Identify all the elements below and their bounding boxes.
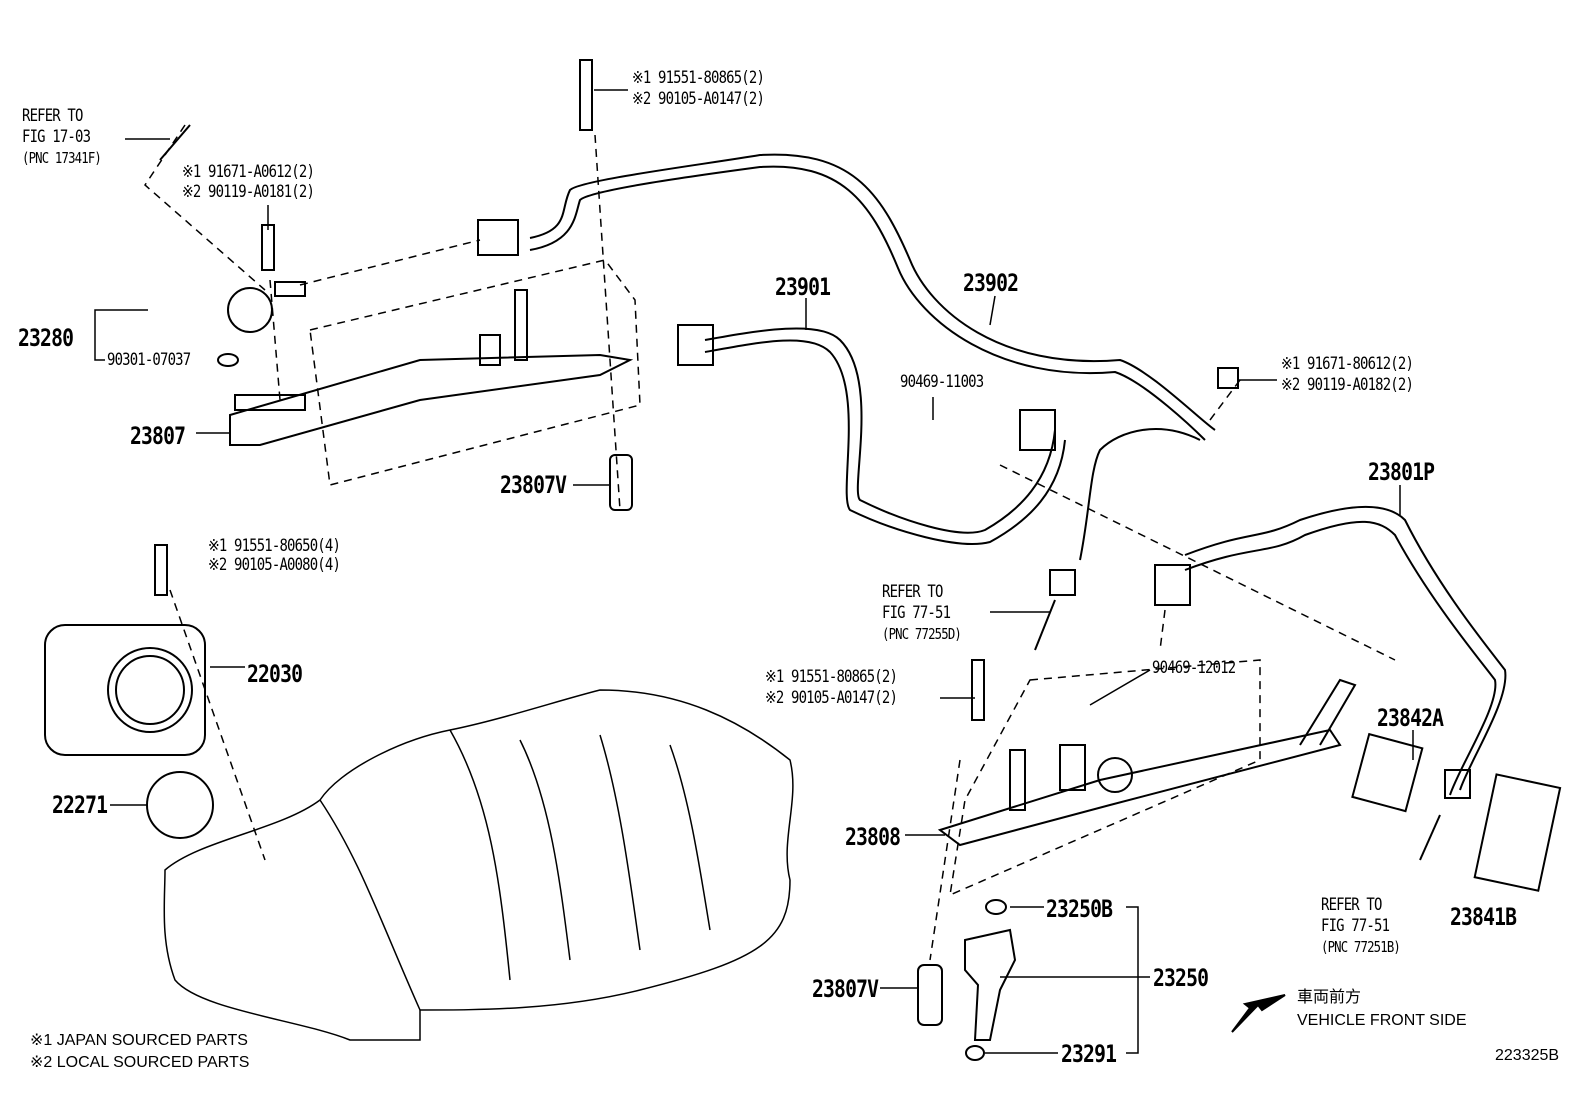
connector	[677, 324, 714, 366]
connector	[1049, 569, 1076, 596]
note-local-sourced: ※2 LOCAL SOURCED PARTS	[30, 1054, 250, 1071]
part-label-23901: 23901	[775, 273, 831, 301]
note-japan-sourced: ※1 JAPAN SOURCED PARTS	[30, 1032, 248, 1049]
refer-label: FIG 77-51	[1321, 916, 1390, 936]
bolt-part-number: ※2 90105-A0080(4)	[208, 555, 341, 575]
refer-tube	[1419, 814, 1441, 861]
bolt-part-number: ※1 91671-80612(2)	[1281, 354, 1414, 374]
part-label-23280: 23280	[18, 324, 74, 352]
part-label-23808: 23808	[845, 823, 901, 851]
part-label-23250: 23250	[1153, 964, 1209, 992]
part-label-23842a: 23842A	[1377, 704, 1444, 732]
vehicle-front-label: VEHICLE FRONT SIDE	[1297, 1012, 1467, 1029]
bolt	[261, 224, 275, 271]
part-label-90469-12012: 90469-12012	[1152, 658, 1236, 678]
figure-id: 223325B	[1495, 1047, 1560, 1064]
connector	[1154, 564, 1191, 606]
part-label-90301-07037: 90301-07037	[107, 350, 191, 370]
bolt-part-number: ※1 91671-A0612(2)	[182, 162, 315, 182]
part-label-23841b: 23841B	[1450, 903, 1517, 931]
part-label-23291: 23291	[1061, 1040, 1117, 1068]
intake-manifold	[163, 689, 794, 1041]
bolt-part-number: ※1 91551-80865(2)	[765, 667, 898, 687]
refer-label: (PNC 77251B)	[1321, 938, 1401, 956]
fuel-hoses	[529, 153, 1507, 796]
vehicle-front-arrow-icon	[1231, 994, 1286, 1033]
refer-label: REFER TO	[1321, 895, 1382, 915]
part-label-22271: 22271	[52, 791, 108, 819]
pressure-regulator-23280	[217, 281, 306, 367]
refer-tube	[159, 124, 191, 161]
bolt	[579, 59, 593, 131]
damper	[609, 454, 633, 511]
part-label-23807: 23807	[130, 422, 186, 450]
refer-label: FIG 17-03	[22, 127, 91, 147]
control-units	[1351, 732, 1562, 892]
bolt-part-number: ※1 91551-80865(2)	[632, 68, 765, 88]
bolt-part-number: ※1 91551-80650(4)	[208, 536, 341, 556]
fuel-rail-23807	[229, 289, 634, 446]
part-label-23807v: 23807V	[500, 471, 567, 499]
bolt-part-number: ※2 90119-A0181(2)	[182, 182, 315, 202]
bolt-part-number: ※2 90119-A0182(2)	[1281, 375, 1414, 395]
bolt-part-number: ※2 90105-A0147(2)	[632, 89, 765, 109]
part-label-23902: 23902	[963, 269, 1019, 297]
connector	[477, 219, 519, 256]
vehicle-front-label-jp: 車両前方	[1297, 989, 1362, 1006]
bolt	[1217, 367, 1239, 389]
injector-parts	[917, 899, 1017, 1061]
refer-label: (PNC 77255D)	[882, 625, 962, 643]
fuel-rail-23808	[937, 678, 1357, 847]
throttle-body-22030	[44, 624, 214, 839]
leader-lines	[94, 89, 1414, 1054]
refer-label: FIG 77-51	[882, 603, 951, 623]
part-label-90469-11003: 90469-11003	[900, 372, 984, 392]
refer-label: REFER TO	[882, 582, 943, 602]
bolt	[154, 544, 168, 596]
part-label-22030: 22030	[247, 660, 303, 688]
clamp	[1019, 409, 1056, 451]
bolt-part-number: ※2 90105-A0147(2)	[765, 688, 898, 708]
part-label-23250b: 23250B	[1046, 895, 1113, 923]
bolt	[971, 659, 985, 721]
refer-label: (PNC 17341F)	[22, 149, 102, 167]
dashed-lines	[144, 124, 1396, 961]
part-label-23801p: 23801P	[1368, 458, 1435, 486]
refer-tube	[1034, 599, 1056, 651]
part-label-23807v: 23807V	[812, 975, 879, 1003]
refer-label: REFER TO	[22, 106, 83, 126]
